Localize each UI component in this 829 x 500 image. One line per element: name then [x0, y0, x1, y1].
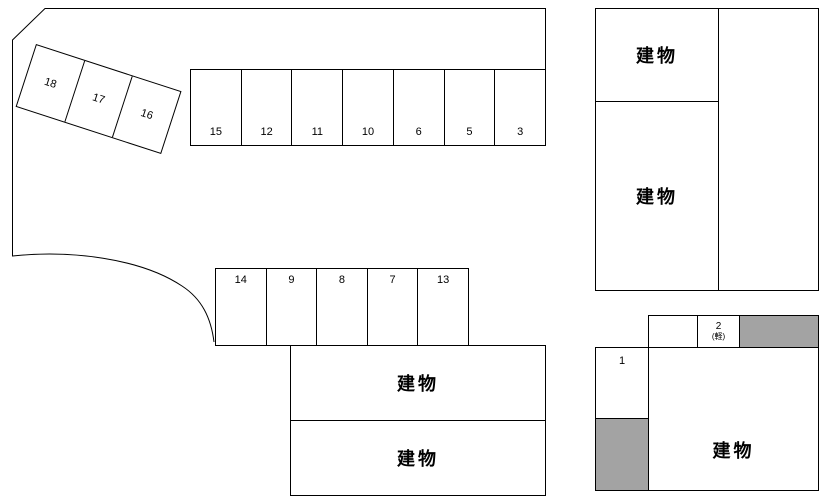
building-box: 建物 [596, 102, 718, 290]
parking-slot-1: 1 [596, 348, 648, 419]
slot-label: 8 [338, 274, 346, 286]
parking-slot-10: 10 [343, 70, 394, 145]
building-box: 建物 [291, 346, 545, 420]
building-label: 建物 [636, 46, 678, 66]
slot-label: 5 [466, 126, 473, 138]
slot-note-kei: (軽) [711, 331, 726, 341]
right-top-parcel: 建物 建物 [595, 8, 819, 291]
slot-label: 11 [311, 126, 323, 138]
building-box: 建物 [291, 420, 545, 495]
top-parking-row: 15 12 11 10 6 5 3 [190, 69, 546, 146]
parking-slot-8: 8 [317, 269, 368, 345]
parking-slot-11: 11 [292, 70, 344, 145]
parking-slot-15: 15 [191, 70, 242, 145]
building-label: 建物 [712, 441, 755, 461]
parking-slot-3: 3 [495, 70, 545, 145]
slot-label: 9 [288, 274, 295, 286]
parking-slot-9: 9 [267, 269, 318, 345]
building-label: 建物 [636, 187, 678, 207]
slot-label: 16 [139, 106, 155, 122]
slot-label: 18 [42, 75, 59, 91]
parking-slot-6: 6 [394, 70, 445, 145]
right-bottom-left-column: 1 [595, 347, 649, 491]
slot-label: 10 [361, 126, 375, 138]
left-buildings-block: 建物 建物 [290, 345, 546, 496]
parking-slot-14: 14 [216, 269, 267, 345]
right-top-buildings: 建物 建物 [596, 9, 719, 290]
slot-label: 2 [715, 321, 722, 333]
building-label: 建物 [397, 374, 439, 394]
parking-slot-7: 7 [368, 269, 419, 345]
slot-label: 7 [389, 274, 396, 286]
slot-label: 14 [234, 274, 247, 286]
angled-parking-row: 18 17 16 [15, 44, 182, 155]
right-bottom-open-area [648, 347, 819, 491]
shaded-area [740, 316, 818, 347]
parking-slot-13: 13 [418, 269, 468, 345]
slot-label: 17 [91, 90, 107, 107]
right-bottom-top-row: 2 (軽) [648, 315, 819, 348]
parking-slot-2: 2 (軽) [698, 316, 740, 347]
right-bottom-building-label: 建物 [648, 437, 819, 463]
slot-label: 3 [517, 126, 524, 138]
slot-label: 1 [618, 355, 626, 367]
shaded-area [596, 419, 648, 490]
empty-slot [649, 316, 698, 347]
parking-slot-5: 5 [445, 70, 496, 145]
slot-label: 12 [260, 126, 273, 138]
slot-label: 6 [415, 126, 422, 138]
middle-parking-row: 14 9 8 7 13 [215, 268, 469, 346]
building-label: 建物 [397, 449, 439, 469]
slot-label: 13 [437, 274, 450, 286]
slot-label: 15 [209, 126, 222, 138]
parking-slot-12: 12 [242, 70, 293, 145]
building-box: 建物 [596, 9, 718, 102]
